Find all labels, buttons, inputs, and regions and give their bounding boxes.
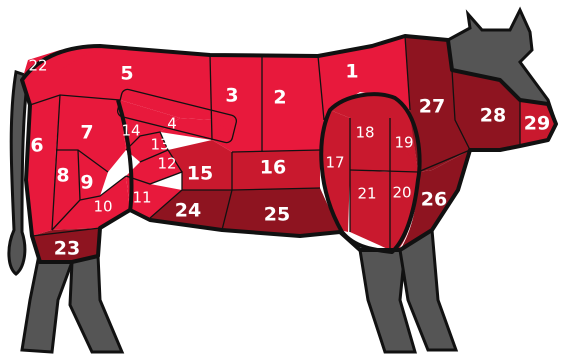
cut-label-21: 21 [357, 185, 376, 203]
cut-label-17: 17 [325, 154, 344, 172]
cut-label-7: 7 [80, 122, 93, 144]
cut-label-5: 5 [120, 63, 133, 85]
cut-label-15: 15 [187, 163, 213, 185]
cut-label-29: 29 [524, 113, 550, 135]
cut-label-28: 28 [480, 105, 506, 127]
cut-region-21 [350, 170, 390, 250]
cut-label-11: 11 [132, 189, 151, 207]
cut-label-18: 18 [355, 124, 374, 142]
cut-label-9: 9 [80, 172, 93, 194]
cut-label-1: 1 [345, 61, 358, 83]
cut-label-3: 3 [225, 85, 238, 107]
cut-label-14: 14 [121, 122, 140, 140]
cut-label-25: 25 [264, 204, 290, 226]
cut-label-4: 4 [167, 115, 177, 133]
cut-label-16: 16 [260, 157, 286, 179]
cut-label-23: 23 [54, 238, 80, 260]
rear-leg-back [22, 250, 72, 352]
cut-label-13: 13 [150, 136, 169, 154]
rear-leg-front [70, 255, 122, 352]
cut-label-2: 2 [273, 87, 286, 109]
cut-label-22: 22 [28, 57, 47, 75]
cut-label-19: 19 [394, 134, 413, 152]
cut-label-12: 12 [157, 155, 176, 173]
cut-label-20: 20 [392, 184, 411, 202]
cut-region-2 [262, 55, 324, 152]
cut-label-24: 24 [175, 200, 201, 222]
cut-label-8: 8 [56, 165, 69, 187]
cut-label-27: 27 [419, 96, 445, 118]
cut-label-6: 6 [30, 135, 43, 157]
cut-label-26: 26 [421, 189, 447, 211]
cut-label-10: 10 [93, 198, 112, 216]
